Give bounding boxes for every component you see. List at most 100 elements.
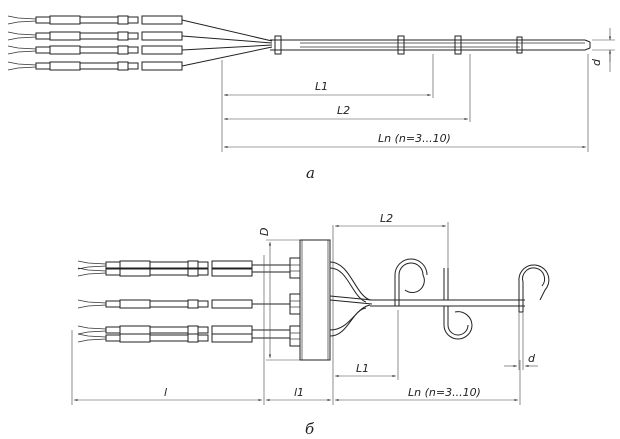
figure-b-lead-0 — [77, 260, 290, 270]
figure-b-sleeve — [119, 325, 151, 335]
figure-a-lead-2 — [7, 44, 273, 55]
figure-a-ferrule — [35, 32, 51, 40]
figure-a-wire-tip — [7, 66, 37, 71]
figure-a-wire-tip — [7, 20, 37, 25]
figure-b-coupling — [187, 325, 199, 335]
figure-a-ferrule — [35, 16, 51, 24]
figure-b-lead-4 — [77, 333, 290, 343]
figure-b-wire-tip — [77, 272, 107, 277]
figure-a-tube — [141, 61, 183, 71]
figure-a-lead-line — [181, 46, 273, 67]
figure-b-tube — [211, 333, 253, 343]
figure-b-dim-l: l — [164, 386, 167, 399]
figure-b-wire-tip — [77, 333, 107, 338]
figure-a-lead-line — [181, 19, 273, 42]
figure-b-wire-tip — [77, 260, 107, 265]
figure-a-coupling — [127, 16, 139, 24]
figure-a-coupling — [117, 61, 129, 71]
figure-b-wire-tip — [77, 267, 107, 272]
figure-b-braid — [149, 268, 189, 276]
figure-a-coupling — [127, 32, 139, 40]
figure-a-sleeve — [49, 31, 81, 41]
figure-a-dim-l2: L2 — [337, 104, 350, 117]
figure-a-wire-tip — [7, 45, 37, 50]
figure-a-coupling — [117, 15, 129, 25]
figure-b-ferrule — [105, 334, 121, 342]
figure-b-coupling — [197, 268, 209, 276]
figure-a-braid — [79, 62, 119, 70]
figure-b-ferrule — [105, 326, 121, 334]
figure-b-dim-l2: L2 — [380, 212, 393, 225]
figure-a-braid — [79, 32, 119, 40]
figure-b-sleeve — [119, 299, 151, 309]
figure-b-ferrule — [105, 268, 121, 276]
figure-a-ferrule — [35, 46, 51, 54]
figure-b-tube — [211, 325, 253, 335]
figure-a-leads — [7, 15, 273, 71]
figure-a-tube — [141, 31, 183, 41]
figure-a-coupling — [127, 46, 139, 54]
figure-a-wire-tip — [7, 50, 37, 55]
figure-b-braid — [149, 300, 189, 308]
figure-b-dim-D: D — [258, 228, 271, 236]
figure-a-lead-0 — [7, 15, 273, 42]
figure-a-ferrule — [35, 62, 51, 70]
figure-b-wire-tip — [77, 299, 107, 304]
figure-b-braid — [149, 261, 189, 269]
figure-b-lead-3 — [77, 325, 290, 335]
figure-b-dim-ln: Ln (n=3...10) — [408, 386, 481, 399]
figure-b-braid — [149, 326, 189, 334]
figure-b-wire-tip — [77, 330, 107, 335]
figure-b-coupling — [187, 333, 199, 343]
figure-b-sleeve — [119, 333, 151, 343]
figure-b-dimensions — [71, 222, 538, 405]
figure-b-dim-l1: L1 — [356, 362, 369, 375]
figure-a-sleeve — [49, 15, 81, 25]
figure-a-dim-d: d — [590, 58, 603, 66]
figure-a-dim-ln: Ln (n=3...10) — [378, 132, 451, 145]
figure-a-lead-3 — [7, 46, 273, 71]
figure-b-braid — [149, 334, 189, 342]
figure-b-coupling — [197, 300, 209, 308]
figure-a-braid — [79, 46, 119, 54]
figure-a-braid — [79, 16, 119, 24]
figure-a-dim-l1: L1 — [315, 80, 328, 93]
figure-a-sleeve — [49, 45, 81, 55]
figure-b-coupling — [197, 326, 209, 334]
figure-a-caption: a — [306, 164, 315, 182]
figure-b-coupling — [187, 299, 199, 309]
figure-b-nuts — [289, 257, 301, 347]
figure-a-wire-tip — [7, 15, 37, 20]
figure-a-coupling — [127, 62, 139, 70]
figure-a-sheath — [270, 35, 591, 55]
figure-a-dimensions — [221, 28, 615, 152]
figure-b-lead-1 — [77, 267, 290, 277]
figure-a-wire-tip — [7, 31, 37, 36]
figure-b-ferrule — [105, 300, 121, 308]
figure-a-wire-tip — [7, 36, 37, 41]
figure-b-dim-l1-small: l1 — [294, 386, 304, 399]
figure-a-coupling — [117, 45, 129, 55]
figure-a-tube — [141, 45, 183, 55]
figure-a-wire-tip — [7, 61, 37, 66]
figure-b-tube — [211, 299, 253, 309]
figure-a: L1 L2 Ln (n=3...10) d a — [7, 15, 615, 182]
figure-b: D L2 L1 Ln (n=3...10) d l l1 б — [71, 212, 550, 438]
figure-b-lead-2 — [77, 299, 290, 309]
figure-b-wire-tip — [77, 304, 107, 309]
figure-b-ferrule — [105, 261, 121, 269]
figure-b-coupling — [197, 261, 209, 269]
figure-b-dim-d: d — [528, 352, 536, 365]
figure-b-flange — [299, 239, 331, 361]
figure-a-lead-line — [181, 44, 273, 51]
figure-b-wire-tip — [77, 338, 107, 343]
figure-b-coupling — [197, 334, 209, 342]
figure-b-tubes — [329, 258, 550, 340]
figure-a-lead-1 — [7, 31, 273, 44]
figure-a-tube — [141, 15, 183, 25]
figure-a-coupling — [117, 31, 129, 41]
figure-b-caption: б — [305, 420, 315, 438]
figure-a-lead-line — [181, 35, 273, 44]
figure-b-wire-tip — [77, 325, 107, 330]
